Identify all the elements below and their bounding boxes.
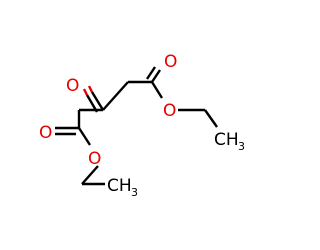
bond-c3-oketo-a [90, 91, 105, 111]
methyl-right-label: CH [214, 130, 239, 150]
oxygen-ether-lower-label: O [88, 149, 101, 169]
bond-oketo-end-b [82, 88, 89, 96]
oxygen-carbonyl-upper-label: O [164, 52, 177, 72]
bond-c3-c4 [102, 81, 129, 111]
bond-c5-ocarb-b [146, 66, 156, 80]
bond-oether-ch2-lower [81, 165, 99, 185]
bond-oketo-end-a [87, 85, 94, 93]
bond-c5-oether [150, 81, 164, 99]
methyl-right-subscript: 3 [238, 140, 245, 153]
oxygen-ether-upper-label: O [163, 101, 176, 121]
oxygen-keto-label: O [66, 76, 79, 96]
methyl-bottom-label: CH [107, 176, 132, 196]
bond-c3-oketo-b [85, 94, 99, 113]
bond-ch2-ch3-right [204, 109, 218, 128]
methyl-bottom-subscript: 3 [131, 186, 138, 199]
bond-c5-ocarb-a [151, 69, 161, 83]
bond-c1-oether [77, 127, 92, 146]
oxygen-carbonyl-lower-label: O [39, 123, 52, 143]
chemical-structure: O O O O O CH 3 CH 3 [39, 52, 245, 199]
